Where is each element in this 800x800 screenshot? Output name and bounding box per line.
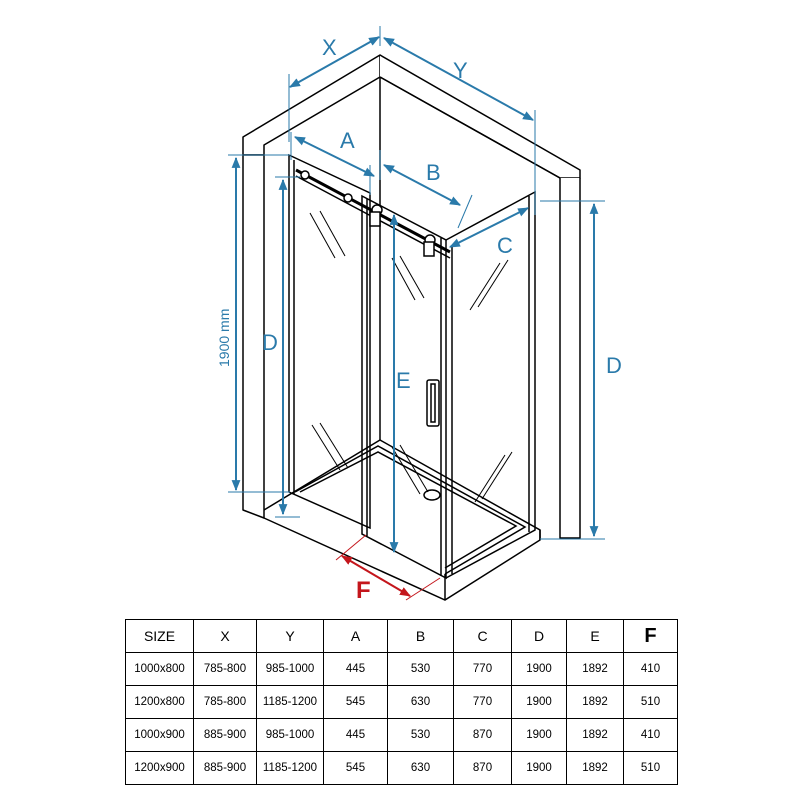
dimension-lines [228,26,605,554]
cell: 530 [387,718,454,752]
cell: 785-800 [193,652,257,686]
cell: 1892 [566,751,624,785]
label-f: F [356,577,371,604]
dim-a [294,136,375,177]
cell: 410 [623,718,678,752]
cell: 885-900 [193,718,257,752]
cell: 985-1000 [256,652,324,686]
header-y: Y [256,619,324,653]
header-d: D [511,619,567,653]
label-height: 1900 mm [216,309,232,367]
dim-x [289,36,380,88]
glass-panels [288,153,536,580]
cell: 1900 [511,685,567,719]
header-a: A [323,619,388,653]
dim-f [335,534,441,601]
cell: 985-1000 [256,718,324,752]
shower-enclosure-diagram: X Y A B C D E D F 1900 mm [216,26,622,604]
label-e: E [396,368,411,393]
cell: 870 [453,718,512,752]
cell: 1892 [566,718,624,752]
cell: 445 [323,652,388,686]
label-x: X [322,35,337,60]
label-d-left: D [262,330,278,355]
right-wall-face [559,178,581,539]
size-spec-table: SIZE X Y A B C D E F 1000x800 785-800 98… [125,619,678,785]
drain [423,489,441,501]
dim-b [383,164,461,206]
cell: 785-800 [193,685,257,719]
label-a: A [340,128,355,153]
cell: 1000x800 [125,652,194,686]
cell: 885-900 [193,751,257,785]
table-row: 1000x900 885-900 985-1000 445 530 870 19… [125,718,678,752]
door-handle-icon [426,379,440,427]
header-size: SIZE [125,619,194,653]
left-wall-top [242,54,381,156]
dim-y [383,37,534,121]
cell: 445 [323,718,388,752]
cell: 630 [387,751,454,785]
dim-c [449,207,529,248]
cell: 770 [453,685,512,719]
cell: 545 [323,751,388,785]
label-y: Y [453,58,468,83]
label-b: B [426,160,441,185]
cell: 1900 [511,652,567,686]
header-x: X [193,619,257,653]
cell: 410 [623,652,678,686]
glass-reflections [309,210,513,503]
cell: 510 [623,685,678,719]
table-row: 1200x900 885-900 1185-1200 545 630 870 1… [125,751,678,785]
cell: 1185-1200 [256,685,324,719]
cell: 1200x800 [125,685,194,719]
table-row: 1200x800 785-800 1185-1200 545 630 770 1… [125,685,678,719]
table-row: 1000x800 785-800 985-1000 445 530 770 19… [125,652,678,686]
header-e: E [566,619,624,653]
cell: 1185-1200 [256,751,324,785]
cell: 1200x900 [125,751,194,785]
cell: 1892 [566,652,624,686]
cell: 530 [387,652,454,686]
label-c: C [497,233,513,258]
cell: 870 [453,751,512,785]
cell: 1000x900 [125,718,194,752]
table-header-row: SIZE X Y A B C D E F [125,619,678,653]
cell: 1892 [566,685,624,719]
cell: 1900 [511,751,567,785]
cell: 770 [453,652,512,686]
left-wall-face [242,154,265,519]
left-fixed-panel [288,153,371,530]
header-b: B [387,619,454,653]
cell: 545 [323,685,388,719]
cell: 510 [623,751,678,785]
header-f: F [623,619,678,653]
right-wall-top [379,54,581,179]
cell: 1900 [511,718,567,752]
cell: 630 [387,685,454,719]
header-c: C [453,619,512,653]
label-d-right: D [606,353,622,378]
